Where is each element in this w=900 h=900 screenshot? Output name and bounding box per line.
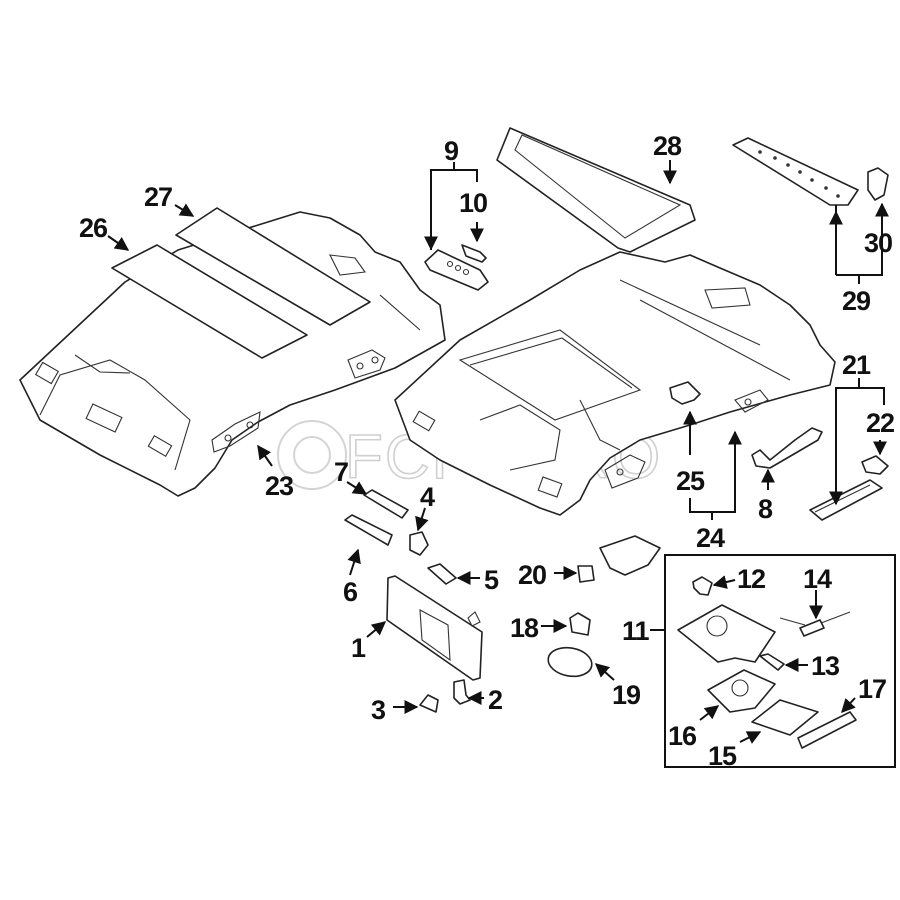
callout-17: 17 xyxy=(858,674,886,704)
visor-screw-2 xyxy=(453,679,471,705)
reinforcement-29 xyxy=(732,137,859,206)
callout-3: 3 xyxy=(371,695,386,725)
callout-22: 22 xyxy=(866,408,894,438)
callout-15: 15 xyxy=(708,741,737,771)
callout-28: 28 xyxy=(653,131,682,161)
clip-30 xyxy=(867,167,889,201)
callout-13: 13 xyxy=(811,651,840,681)
callout-10: 10 xyxy=(459,188,487,218)
sunroof-trim-28 xyxy=(496,127,696,253)
bulb-22 xyxy=(861,455,889,475)
callout-11: 11 xyxy=(622,616,650,646)
callout-19: 19 xyxy=(612,680,641,710)
callout-23: 23 xyxy=(265,471,294,501)
visor-cover-5 xyxy=(427,563,457,585)
leader-lines xyxy=(107,160,889,744)
callout-12: 12 xyxy=(737,564,765,594)
callout-27: 27 xyxy=(144,182,172,212)
callout-6: 6 xyxy=(343,577,358,607)
callout-25: 25 xyxy=(676,466,705,496)
callout-20: 20 xyxy=(518,560,546,590)
headliner-right xyxy=(394,251,836,516)
callout-9: 9 xyxy=(444,136,459,166)
clip-18 xyxy=(569,612,591,636)
callout-16: 16 xyxy=(668,721,697,751)
callout-7: 7 xyxy=(334,457,348,487)
sun-visor-1 xyxy=(386,575,483,681)
sensor-20 xyxy=(577,535,661,583)
callout-29: 29 xyxy=(842,286,871,316)
callout-24: 24 xyxy=(696,523,725,553)
callout-4: 4 xyxy=(420,482,435,512)
callout-5: 5 xyxy=(484,565,499,595)
callout-8: 8 xyxy=(758,494,773,524)
console-box-11 xyxy=(650,554,896,768)
visor-clip-3 xyxy=(419,694,439,713)
lamp-assembly-21 xyxy=(809,479,883,521)
callout-2: 2 xyxy=(488,685,502,715)
grab-handle-8 xyxy=(751,427,823,469)
callout-26: 26 xyxy=(79,213,108,243)
bulb-10 xyxy=(461,244,487,263)
callout-18: 18 xyxy=(510,613,539,643)
callout-1: 1 xyxy=(351,633,366,663)
callout-labels: 26 27 23 9 10 28 30 29 21 22 8 25 24 7 4… xyxy=(79,131,895,771)
visor-holder-4 xyxy=(409,531,429,556)
callout-14: 14 xyxy=(803,564,832,594)
callout-30: 30 xyxy=(864,228,892,258)
trim-plate-7 xyxy=(363,489,409,519)
mirror-6 xyxy=(344,514,393,546)
insulator-27 xyxy=(175,207,371,326)
cover-19 xyxy=(547,646,593,678)
dome-lamp-9 xyxy=(424,249,489,291)
insulator-26 xyxy=(111,244,308,359)
callout-21: 21 xyxy=(842,350,871,380)
bracket-25 xyxy=(669,381,701,405)
